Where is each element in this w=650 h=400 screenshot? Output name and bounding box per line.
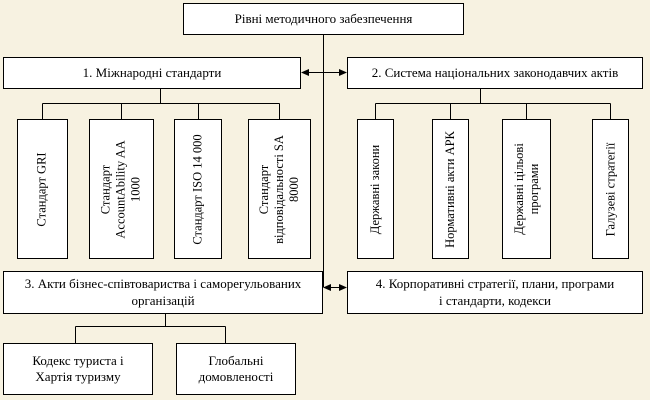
arrowhead-level-3: [323, 284, 331, 291]
standard-sa-box: Стандарт відповідальності SA 8000: [248, 119, 311, 259]
level-4-label-line-2: і стандарти, кодекси: [439, 292, 551, 308]
global-agreements-line-2: домовленості: [198, 369, 274, 384]
state-target-programs-label: Державні цільові програми: [511, 143, 541, 235]
level-3-label-line-2: організацій: [131, 292, 195, 308]
standard-accountability-box: Стандарт AccountAbility AA 1000: [89, 119, 154, 259]
level-3-box: 3. Акти бізнес-співтовариства і саморегу…: [3, 271, 323, 314]
sector-strategies-box: Галузеві стратегії: [592, 119, 629, 259]
level-2-label: 2. Система національних законодавчих акт…: [371, 64, 619, 80]
level-4-box: 4. Корпоративні стратегії, плани, програ…: [347, 271, 643, 314]
level-3-label-line-1: 3. Акти бізнес-співтовариства і саморегу…: [24, 276, 302, 292]
arrowhead-level-4: [339, 284, 347, 291]
root-label: Рівні методичного забезпечення: [234, 10, 413, 26]
standard-accountability-label: Стандарт AccountAbility AA 1000: [99, 139, 144, 239]
level-2-box: 2. Система національних законодавчих акт…: [347, 57, 643, 89]
standard-gri-label: Стандарт GRI: [35, 151, 50, 227]
standard-iso-label: Стандарт ISO 14 000: [190, 133, 205, 245]
standard-gri-box: Стандарт GRI: [17, 119, 68, 259]
arc-normative-acts-box: Нормативні акти АРК: [432, 119, 469, 259]
level-1-box: 1. Міжнародні стандарти: [3, 57, 301, 89]
standard-iso-box: Стандарт ISO 14 000: [174, 119, 222, 259]
global-agreements-line-1: Глобальні: [208, 352, 264, 368]
state-laws-label: Державні закони: [368, 144, 382, 234]
tourist-code-box: Кодекс туриста і Хартія туризму: [3, 343, 153, 395]
level-1-label: 1. Міжнародні стандарти: [82, 64, 222, 80]
arc-normative-acts-label: Нормативні акти АРК: [443, 130, 457, 248]
state-target-programs-box: Державні цільові програми: [502, 119, 551, 259]
level-4-label-line-1: 4. Корпоративні стратегії, плани, програ…: [375, 276, 615, 292]
root-box: Рівні методичного забезпечення: [183, 3, 464, 35]
tourist-code-line-2: Хартія туризму: [35, 369, 121, 384]
state-laws-box: Державні закони: [357, 119, 394, 259]
arrowhead-level-2: [339, 69, 347, 76]
sector-strategies-label: Галузеві стратегії: [603, 142, 617, 236]
tourist-code-line-1: Кодекс туриста і: [32, 352, 124, 368]
arrowhead-level-1: [301, 69, 309, 76]
global-agreements-box: Глобальні домовленості: [176, 343, 296, 395]
standard-sa-label: Стандарт відповідальності SA 8000: [257, 134, 302, 244]
